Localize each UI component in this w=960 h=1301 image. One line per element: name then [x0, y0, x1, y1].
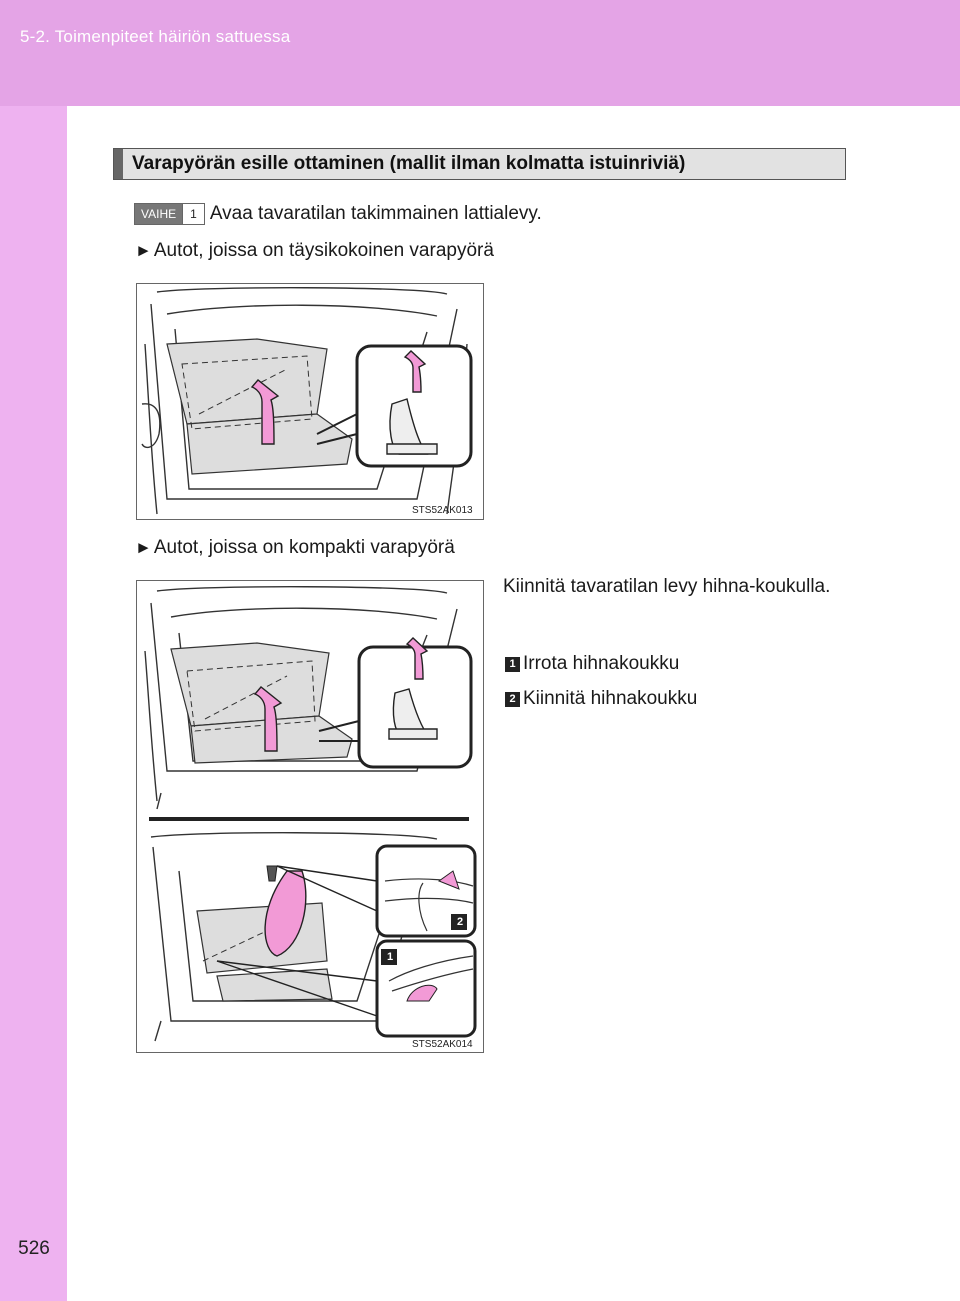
numbered-item-text: Kiinnitä hihnakoukku — [523, 688, 698, 709]
bullet-marker-icon: ► — [135, 241, 152, 260]
section-header-bar — [114, 149, 123, 179]
section-title: Varapyörän esille ottaminen (mallit ilma… — [132, 153, 686, 174]
step-badge-word: VAIHE — [135, 204, 183, 224]
step-badge: VAIHE 1 — [134, 203, 205, 225]
callout-2: 2 — [456, 916, 464, 928]
number-badge: 1 — [505, 656, 520, 672]
bullet-full-size: ►Autot, joissa on täysikokoinen varapyör… — [135, 240, 494, 262]
step-badge-number: 1 — [182, 204, 204, 224]
trunk-illustration — [141, 287, 473, 515]
figure-code: STS52AK014 — [412, 1039, 473, 1050]
step-row: VAIHE 1 Avaa tavaratilan takimmainen lat… — [134, 203, 542, 225]
numbered-item-2: 2 Kiinnitä hihnakoukku — [505, 688, 697, 710]
bullet-marker-icon: ► — [135, 538, 152, 557]
side-strip — [0, 106, 67, 1301]
bullet-text: Autot, joissa on täysikokoinen varapyörä — [153, 240, 494, 261]
numbered-item-1: 1 Irrota hihnakoukku — [505, 653, 679, 675]
step-text: Avaa tavaratilan takimmainen lattialevy. — [209, 203, 542, 224]
page-number: 526 — [18, 1238, 50, 1259]
header-bar: 5-2. Toimenpiteet häiriön sattuessa — [0, 0, 960, 106]
bullet-text: Autot, joissa on kompakti varapyörä — [153, 537, 455, 558]
breadcrumb: 5-2. Toimenpiteet häiriön sattuessa — [20, 27, 291, 46]
trunk-strap-illustration — [144, 586, 477, 1042]
callout-1: 1 — [386, 951, 394, 963]
figure-compact-spare: STS52AK014 2 1 — [136, 580, 484, 1053]
figure-full-size-spare: STS52AK013 — [136, 283, 484, 520]
figure-code: STS52AK013 — [412, 505, 473, 516]
section-header: Varapyörän esille ottaminen (mallit ilma… — [113, 148, 846, 180]
bullet-compact: ►Autot, joissa on kompakti varapyörä — [135, 537, 455, 559]
numbered-item-text: Irrota hihnakoukku — [523, 653, 680, 674]
number-badge: 2 — [505, 691, 520, 707]
instruction-text: Kiinnitä tavaratilan levy hihna-koukulla… — [503, 576, 831, 597]
